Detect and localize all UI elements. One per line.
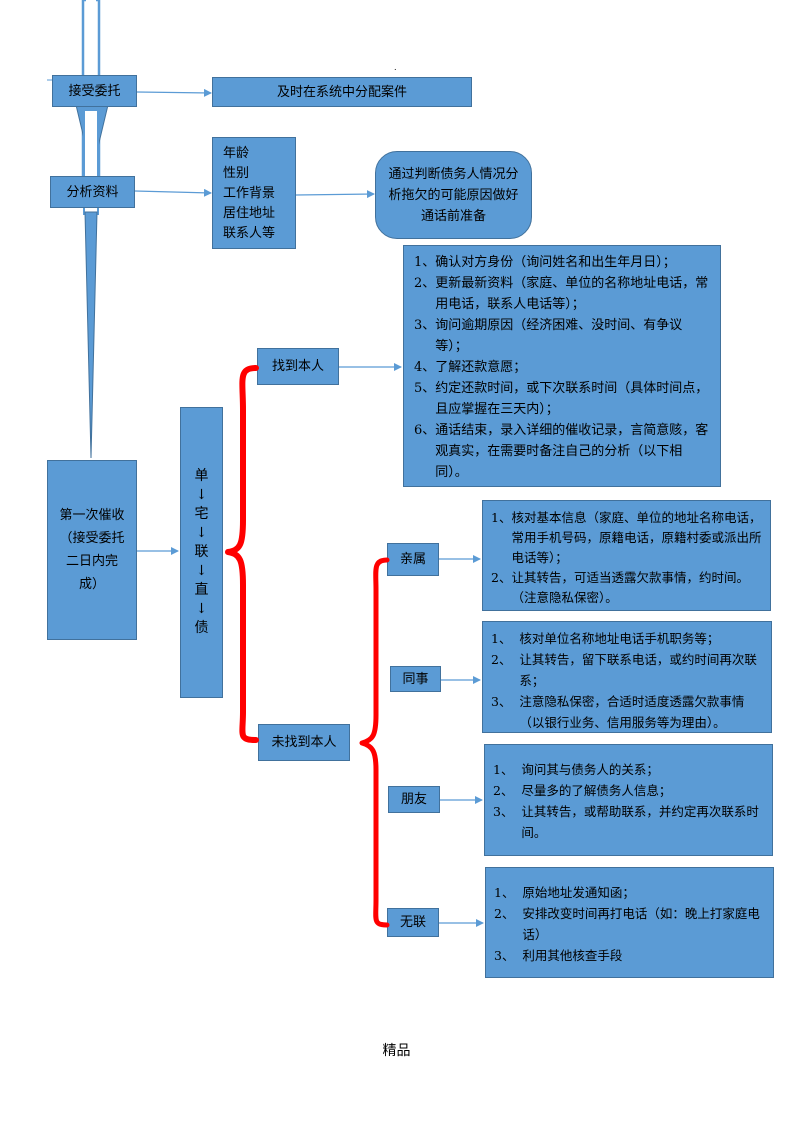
not-found-person-box: 未找到本人 <box>258 724 350 761</box>
no-contact-step-3: 3、 利用其他核查手段 <box>494 948 623 963</box>
colleagues-steps-box: 1、 核对单位名称地址电话手机职务等； 2、 让其转告，留下联系电话，或约时间再… <box>482 621 772 733</box>
colleagues-step-1: 1、 核对单位名称地址电话手机职务等； <box>491 631 720 646</box>
debtor-fields-box: 年龄 性别 工作背景 居住地址 联系人等 <box>212 137 296 249</box>
no-contact-steps-box: 1、 原始地址发通知函； 2、 安排改变时间再打电话（如：晚上打家庭电话） 3、… <box>485 867 774 978</box>
red-brace-main <box>225 365 259 743</box>
arrow-step2-result <box>295 190 375 199</box>
order-arrow-1: ↓ <box>195 487 208 503</box>
field-work: 工作背景 <box>223 186 276 201</box>
relatives-step-1: 1、核对基本信息（家庭、单位的地址名称电话，常用手机号码，原籍电话，原籍村委或派… <box>491 510 762 565</box>
analysis-result-box: 通过判断债务人情况分析拖欠的可能原因做好通话前准备 <box>375 151 532 239</box>
found-step-5: 5、约定还款时间，或下次联系时间（具体时间点，且应掌握在三天内）； <box>414 381 709 417</box>
top-dot: . <box>394 63 397 72</box>
friends-box: 朋友 <box>388 786 440 813</box>
found-person-box: 找到本人 <box>257 348 339 385</box>
red-brace-not-found <box>359 557 390 928</box>
footer-text: 精品 <box>382 1043 411 1059</box>
accept-commission-box: 接受委托 <box>52 75 137 107</box>
found-step-1: 1、确认对方身份（询问姓名和出生年月日）； <box>414 255 676 270</box>
order-char-4: 直 <box>194 582 209 598</box>
colleagues-step-3: 3、 注意隐私保密，合适时适度透露欠款事情（以银行业务、信用服务等为理由）。 <box>491 694 745 730</box>
funnel-triangle-2 <box>84 211 98 459</box>
field-gender: 性别 <box>223 166 250 181</box>
colleagues-box: 同事 <box>390 666 441 692</box>
found-step-4: 4、了解还款意愿； <box>414 360 527 375</box>
found-step-3: 3、询问逾期原因（经济困难、没时间、有争议等）； <box>414 318 683 354</box>
found-steps-box: 1、确认对方身份（询问姓名和出生年月日）； 2、更新最新资料（家庭、单位的名称地… <box>403 245 721 487</box>
friends-step-3: 3、 让其转告，或帮助联系，并约定再次联系时间。 <box>493 804 759 840</box>
no-contact-box: 无联 <box>387 908 439 937</box>
friends-steps-box: 1、 询问其与债务人的关系； 2、 尽量多的了解债务人信息； 3、 让其转告，或… <box>484 744 773 856</box>
first-collection-box: 第一次催收（接受委托二日内完成） <box>47 460 137 640</box>
order-char-5: 债 <box>194 620 209 636</box>
order-arrow-4: ↓ <box>195 601 208 617</box>
analyze-data-box: 分析资料 <box>50 176 135 208</box>
field-address: 居住地址 <box>223 206 276 221</box>
order-arrow-2: ↓ <box>195 525 208 541</box>
friends-step-2: 2、 尽量多的了解债务人信息； <box>493 783 672 798</box>
friends-step-1: 1、 询问其与债务人的关系； <box>493 762 659 777</box>
assign-case-box: 及时在系统中分配案件 <box>212 77 472 107</box>
found-step-6: 6、通话结束，录入详细的催收记录，言简意赅，客观真实，在需要时备注自己的分析（以… <box>414 423 709 480</box>
call-order-box: 单 ↓ 宅 ↓ 联 ↓ 直 ↓ 债 <box>180 407 223 698</box>
relatives-steps-box: 1、核对基本信息（家庭、单位的地址名称电话，常用手机号码，原籍电话，原籍村委或派… <box>482 500 771 611</box>
no-contact-step-1: 1、 原始地址发通知函； <box>494 885 635 900</box>
relatives-step-2: 2、让其转告，可适当透露欠款事情，约时间。（注意隐私保密）。 <box>491 570 749 605</box>
field-age: 年龄 <box>223 146 250 161</box>
no-contact-step-2: 2、 安排改变时间再打电话（如：晚上打家庭电话） <box>494 906 760 942</box>
order-char-2: 宅 <box>194 506 209 522</box>
arrow-step2-fields <box>134 188 212 197</box>
found-step-2: 2、更新最新资料（家庭、单位的名称地址电话，常用电话，联系人电话等）； <box>414 276 709 312</box>
order-char-1: 单 <box>194 468 209 484</box>
order-arrow-3: ↓ <box>195 563 208 579</box>
colleagues-step-2: 2、 让其转告，留下联系电话，或约时间再次联系； <box>491 652 757 688</box>
arrow-step1 <box>136 88 212 97</box>
field-contacts: 联系人等 <box>223 226 276 241</box>
order-char-3: 联 <box>194 544 209 560</box>
